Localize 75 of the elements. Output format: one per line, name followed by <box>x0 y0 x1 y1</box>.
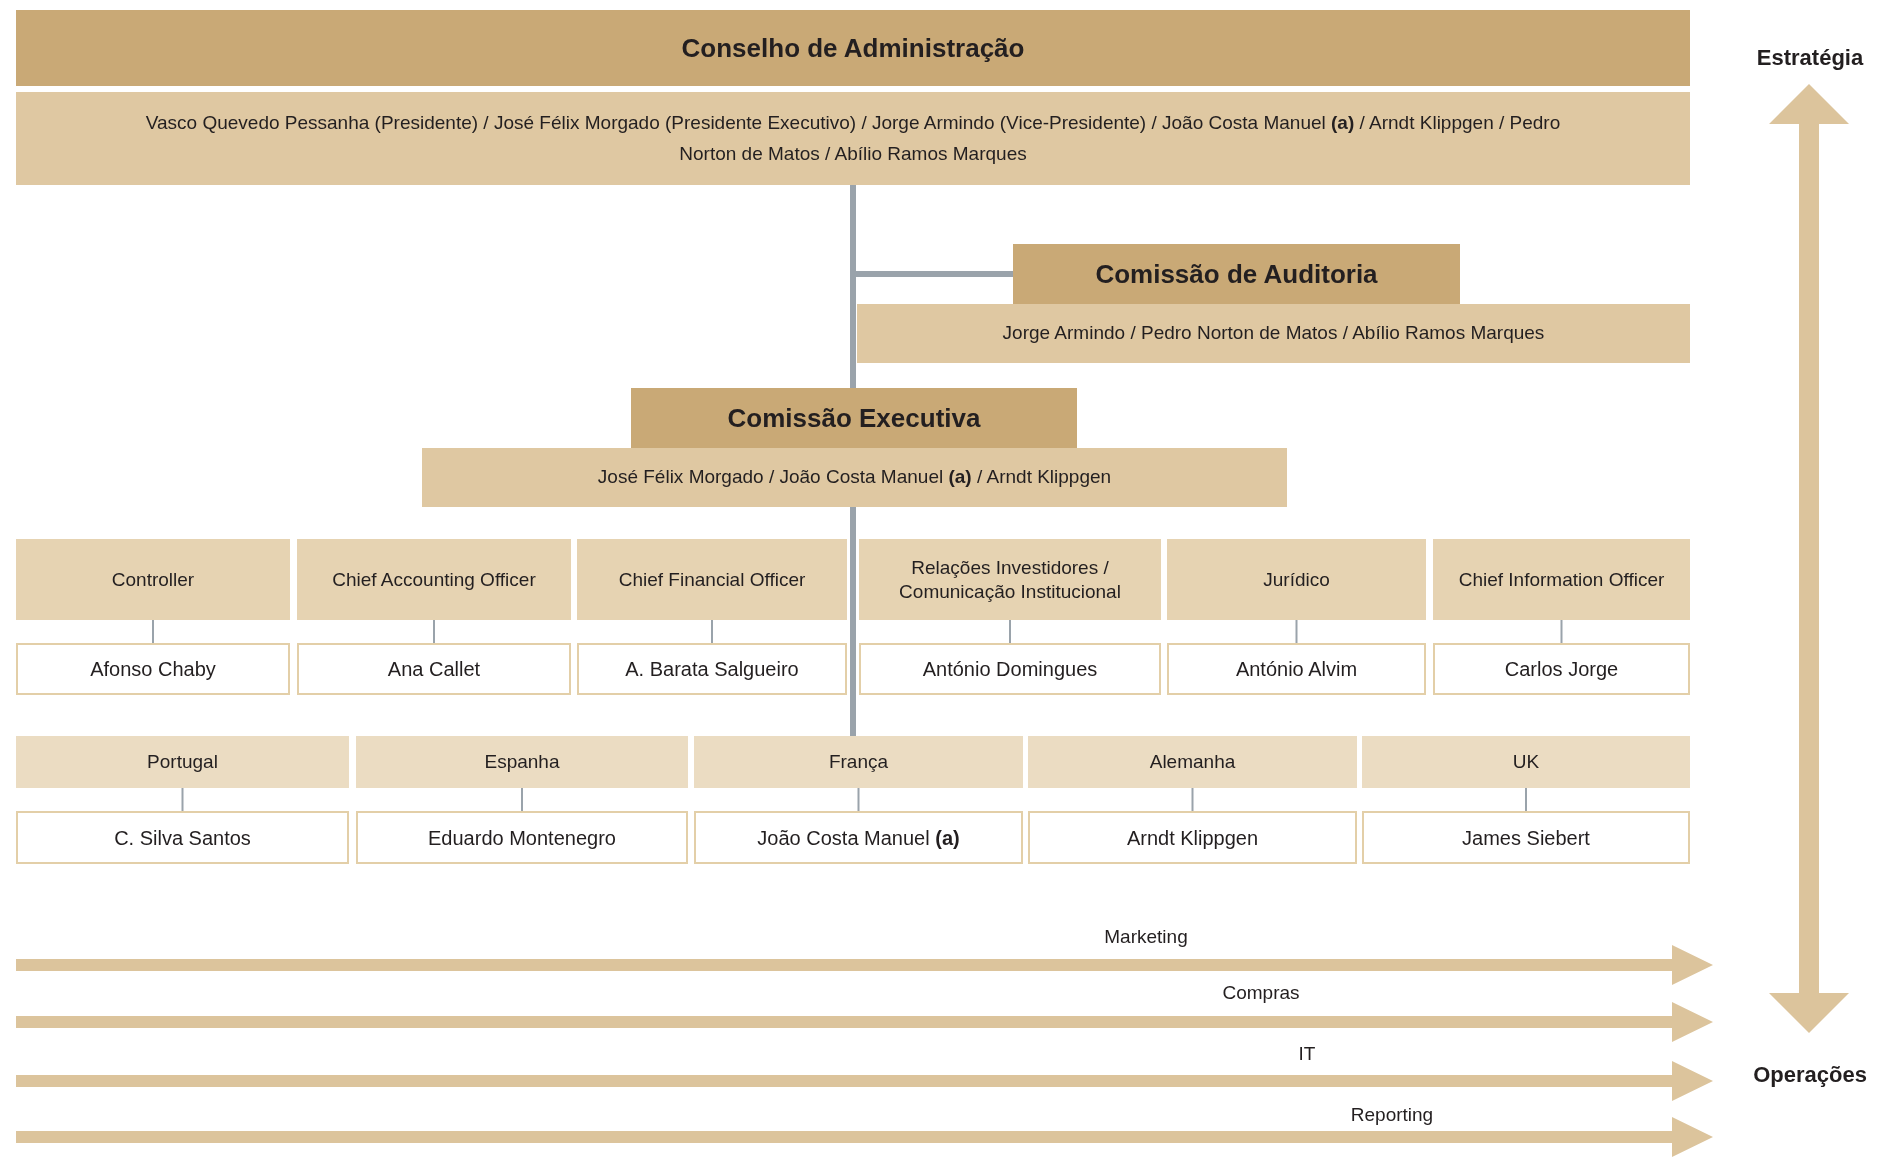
role-box <box>297 539 571 620</box>
person-name-box <box>297 643 571 695</box>
member-names: Vasco Quevedo Pessanha (Presidente) / José Félix Morgado (Presidente Executivo) / Jorge Armindo (Vice-Presidente) / João Costa Manuel (a) / Arndt Klippgen / Pedro Norton de Matos / Abílio Ramos Marques <box>144 111 1562 166</box>
country-box <box>1362 736 1690 788</box>
person-name-box <box>16 811 349 864</box>
person-name: Afonso Chaby <box>90 657 216 682</box>
person-name: João Costa Manuel (a) <box>757 825 960 851</box>
role-box <box>577 539 847 620</box>
panel-header <box>1013 244 1460 304</box>
country-label: UK <box>1512 749 1540 774</box>
connector-line <box>433 619 435 644</box>
person-name-box <box>1167 643 1426 695</box>
role-box <box>859 539 1161 620</box>
flow-label: Compras <box>1222 980 1300 1005</box>
role-label: Relações Investidores / Comunicação Institucional <box>898 555 1122 604</box>
panel-header <box>631 388 1077 448</box>
flow-label: IT <box>1298 1041 1316 1066</box>
person-name-box <box>1433 643 1690 695</box>
person-name-box <box>356 811 688 864</box>
connector-line <box>850 507 856 736</box>
person-name: Eduardo Montenegro <box>428 825 616 851</box>
panel-header <box>16 10 1690 86</box>
member-names: Jorge Armindo / Pedro Norton de Matos / Abílio Ramos Marques <box>1002 321 1545 346</box>
connector-line <box>521 787 523 812</box>
connector-line <box>1560 619 1563 644</box>
person-name-box <box>859 643 1161 695</box>
connector-line <box>711 619 713 644</box>
connector-line <box>850 185 1013 277</box>
person-name: António Domingues <box>922 657 1098 682</box>
flow-label: Reporting <box>1350 1102 1434 1127</box>
person-name: C. Silva Santos <box>114 825 251 851</box>
connector-line <box>1009 619 1011 644</box>
role-box <box>1167 539 1426 620</box>
heading: Conselho de Administração <box>681 31 1025 65</box>
person-name: António Alvim <box>1235 657 1358 682</box>
connector-line <box>1525 787 1527 812</box>
person-name-box <box>694 811 1023 864</box>
role-label: Chief Financial Officer <box>618 567 806 592</box>
country-box <box>16 736 349 788</box>
person-name-box <box>577 643 847 695</box>
member-names-band <box>422 448 1287 507</box>
person-name: A. Barata Salgueiro <box>625 657 799 682</box>
axis-label: Estratégia <box>1756 43 1864 72</box>
country-box <box>1028 736 1357 788</box>
member-names: José Félix Morgado / João Costa Manuel (a) / Arndt Klippgen <box>597 465 1112 490</box>
axis-label: Operações <box>1753 1060 1867 1089</box>
country-label: Espanha <box>484 749 560 774</box>
person-name: Ana Callet <box>387 657 481 682</box>
heading: Comissão Executiva <box>727 401 981 435</box>
person-name: James Siebert <box>1462 825 1590 851</box>
country-label: França <box>828 749 889 774</box>
connector-line <box>152 619 154 644</box>
person-name-box <box>1362 811 1690 864</box>
role-box <box>16 539 290 620</box>
person-name: Carlos Jorge <box>1504 657 1619 682</box>
role-label: Chief Information Officer <box>1458 567 1665 592</box>
country-label: Portugal <box>147 749 218 774</box>
role-label: Jurídico <box>1263 567 1330 592</box>
role-label: Controller <box>111 567 195 592</box>
connector-line <box>857 787 860 812</box>
person-name-box <box>1028 811 1357 864</box>
member-names-band <box>16 92 1690 185</box>
role-label: Chief Accounting Officer <box>332 567 536 592</box>
person-name: Arndt Klippgen <box>1126 825 1259 851</box>
heading: Comissão de Auditoria <box>1095 257 1378 291</box>
person-name-box <box>16 643 290 695</box>
connector-line <box>181 787 184 812</box>
country-label: Alemanha <box>1149 749 1236 774</box>
country-box <box>356 736 688 788</box>
flow-label: Marketing <box>1104 924 1188 949</box>
member-names-band <box>857 304 1690 363</box>
role-box <box>1433 539 1690 620</box>
country-box <box>694 736 1023 788</box>
connector-line <box>1295 619 1298 644</box>
connector-line <box>1191 787 1194 812</box>
